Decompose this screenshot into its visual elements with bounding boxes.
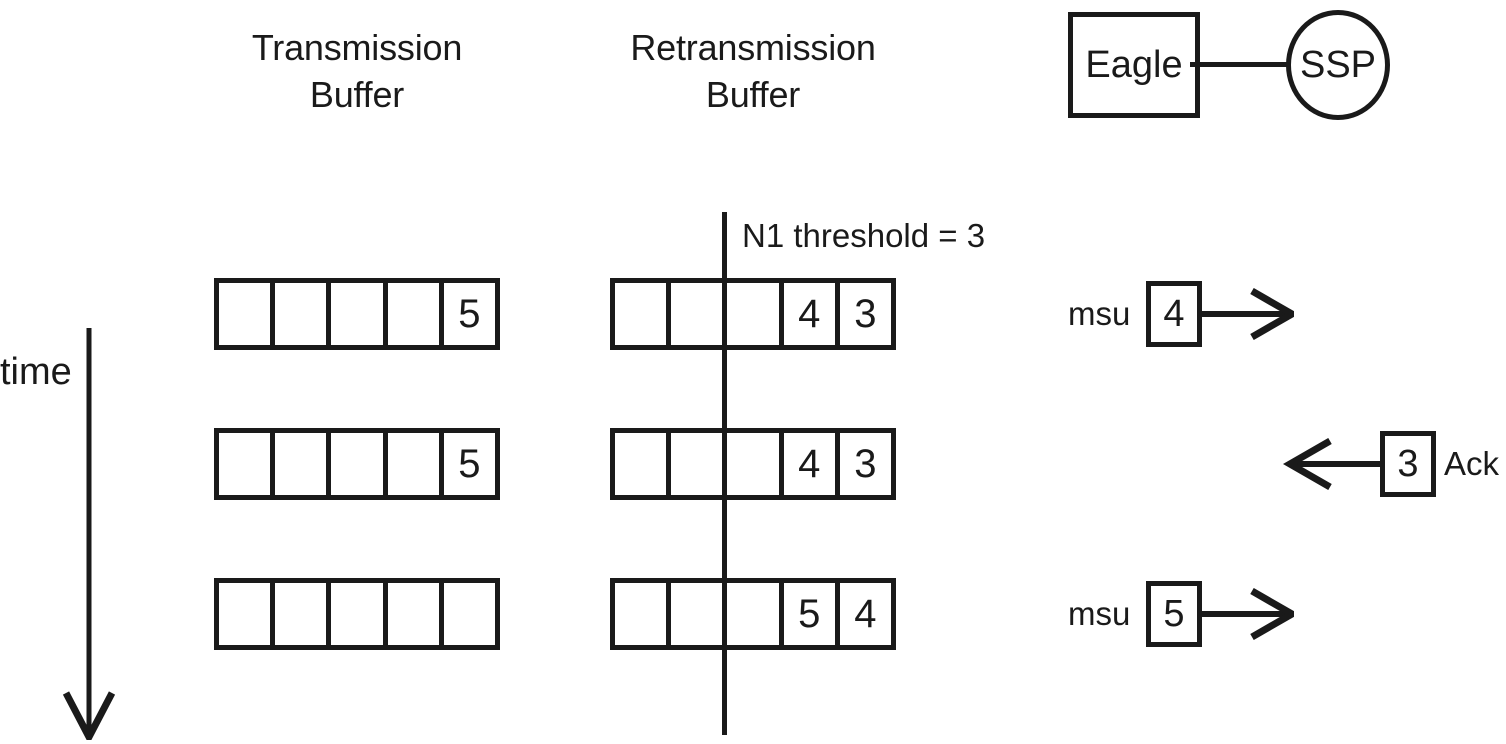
buffer-cell [615,433,672,495]
buffer-cell [331,283,388,345]
transmission-buffer-title: Transmission Buffer [251,27,463,115]
buffer-cell [727,583,784,645]
buffer-cell [671,433,728,495]
transmission-buffer-row-2: 5 [214,428,500,500]
link-line-icon [1190,62,1295,67]
right-arrow-icon [1198,288,1294,340]
ack-box-value: 3 [1397,443,1419,485]
buffer-cell: 4 [784,433,840,495]
buffer-cell [219,433,276,495]
buffer-cell: 3 [854,292,877,336]
buffer-cell [275,583,332,645]
transmission-buffer-row-3 [214,578,500,650]
buffer-cell [615,583,672,645]
msu-box-row-3: 5 [1146,581,1202,647]
retransmission-buffer-row-2: 4 3 [610,428,896,500]
buffer-cell: 3 [854,442,877,486]
msu-box-value: 5 [1163,593,1185,635]
msu-label-row-3: msu [1068,595,1131,632]
buffer-cell [615,283,672,345]
eagle-node: Eagle [1068,12,1200,118]
retransmission-buffer-row-3: 5 4 [610,578,896,650]
msu-label-row-1: msu [1068,295,1131,332]
left-arrow-icon [1282,438,1384,490]
buffer-cell: 5 [458,442,481,486]
msu-box-value: 4 [1163,293,1185,335]
buffer-cell [275,433,332,495]
time-axis-label: time [0,351,72,393]
buffer-cell: 4 [784,283,840,345]
buffer-cell [671,283,728,345]
msu-box-row-1: 4 [1146,281,1202,347]
buffer-cell [219,583,276,645]
down-arrow-icon [62,328,116,740]
retransmission-buffer-row-1: 4 3 [610,278,896,350]
transmission-buffer-row-1: 5 [214,278,500,350]
buffer-cell [331,433,388,495]
n1-threshold-label: N1 threshold = 3 [742,217,986,254]
ack-box-row-2: 3 [1380,431,1436,497]
ssp-node: SSP [1286,10,1390,120]
buffer-cell [727,433,784,495]
buffer-cell: 4 [854,592,877,636]
right-arrow-icon [1198,588,1294,640]
eagle-node-label: Eagle [1085,43,1183,86]
buffer-cell [727,283,784,345]
buffer-cell: 5 [784,583,840,645]
ssp-node-label: SSP [1299,43,1377,86]
buffer-cell [671,583,728,645]
buffer-cell [444,583,495,645]
buffer-cell [275,283,332,345]
buffer-cell [388,583,444,645]
buffer-cell [331,583,388,645]
ack-label-row-2: Ack [1444,445,1500,482]
buffer-cell [388,433,444,495]
retransmission-buffer-title: Retransmission Buffer [630,27,876,115]
buffer-cell [219,283,276,345]
buffer-cell: 5 [458,292,481,336]
buffer-cell [388,283,444,345]
